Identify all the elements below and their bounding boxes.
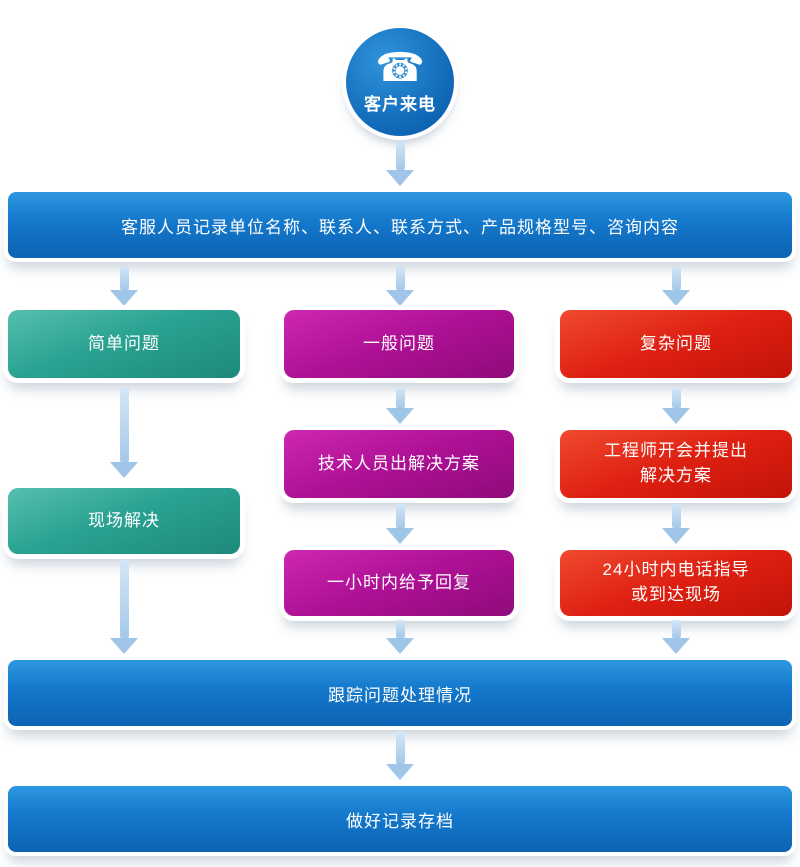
complex-solution-box: 工程师开会并提出 解决方案 bbox=[560, 430, 792, 498]
track-progress-bar: 跟踪问题处理情况 bbox=[8, 660, 792, 726]
complex-reply-line1: 24小时内电话指导 bbox=[602, 560, 750, 580]
arrow-stem bbox=[671, 266, 681, 290]
flow-arrow-down bbox=[386, 266, 414, 306]
flow-arrow-down bbox=[662, 388, 690, 424]
simple-resolution-box: 现场解决 bbox=[8, 488, 240, 554]
flow-arrow-down bbox=[662, 620, 690, 654]
complex-solution-line2: 解决方案 bbox=[640, 466, 712, 485]
arrow-head bbox=[386, 290, 414, 306]
flow-arrow-down bbox=[110, 266, 138, 306]
arrow-stem bbox=[395, 266, 405, 290]
flow-arrow-down bbox=[386, 140, 414, 186]
simple-problem-label: 简单问题 bbox=[88, 333, 160, 353]
arrow-stem bbox=[395, 388, 405, 408]
arrow-stem bbox=[395, 140, 405, 170]
complex-problem-label: 复杂问题 bbox=[640, 333, 712, 353]
arrow-head bbox=[386, 408, 414, 424]
archive-record-label: 做好记录存档 bbox=[346, 811, 454, 831]
flow-arrow-down bbox=[662, 504, 690, 544]
arrow-head bbox=[662, 408, 690, 424]
arrow-stem bbox=[395, 732, 405, 764]
complex-problem-box: 复杂问题 bbox=[560, 310, 792, 378]
flow-arrow-down bbox=[386, 732, 414, 780]
complex-reply-box: 24小时内电话指导 或到达现场 bbox=[560, 550, 792, 616]
flow-arrow-down bbox=[110, 560, 138, 654]
arrow-stem bbox=[671, 388, 681, 408]
start-node-customer-call: ☎ 客户来电 bbox=[346, 28, 454, 136]
arrow-stem bbox=[119, 560, 129, 638]
general-problem-label: 一般问题 bbox=[363, 333, 435, 353]
start-node-label: 客户来电 bbox=[364, 94, 436, 114]
arrow-stem bbox=[671, 620, 681, 638]
arrow-head bbox=[386, 170, 414, 186]
flow-arrow-down bbox=[386, 620, 414, 654]
track-progress-label: 跟踪问题处理情况 bbox=[328, 685, 472, 705]
arrow-stem bbox=[671, 504, 681, 528]
general-solution-label: 技术人员出解决方案 bbox=[318, 453, 480, 473]
arrow-stem bbox=[119, 388, 129, 462]
arrow-head bbox=[110, 462, 138, 478]
record-info-bar: 客服人员记录单位名称、联系人、联系方式、产品规格型号、咨询内容 bbox=[8, 192, 792, 258]
arrow-head bbox=[662, 528, 690, 544]
general-reply-box: 一小时内给予回复 bbox=[284, 550, 514, 616]
arrow-head bbox=[386, 638, 414, 654]
general-problem-box: 一般问题 bbox=[284, 310, 514, 378]
general-reply-label: 一小时内给予回复 bbox=[327, 572, 471, 592]
arrow-head bbox=[662, 638, 690, 654]
arrow-head bbox=[662, 290, 690, 306]
arrow-head bbox=[110, 290, 138, 306]
arrow-stem bbox=[395, 504, 405, 528]
flow-arrow-down bbox=[386, 504, 414, 544]
arrow-stem bbox=[395, 620, 405, 638]
complex-solution-line1: 工程师开会并提出 bbox=[604, 441, 748, 461]
arrow-head bbox=[386, 528, 414, 544]
arrow-head bbox=[110, 638, 138, 654]
complex-reply-line2: 或到达现场 bbox=[631, 585, 721, 604]
arrow-stem bbox=[119, 266, 129, 290]
arrow-head bbox=[386, 764, 414, 780]
flow-arrow-down bbox=[662, 266, 690, 306]
simple-resolution-label: 现场解决 bbox=[88, 510, 160, 530]
telephone-icon: ☎ bbox=[375, 45, 425, 90]
simple-problem-box: 简单问题 bbox=[8, 310, 240, 378]
record-info-label: 客服人员记录单位名称、联系人、联系方式、产品规格型号、咨询内容 bbox=[121, 217, 679, 237]
archive-record-bar: 做好记录存档 bbox=[8, 786, 792, 852]
flow-arrow-down bbox=[110, 388, 138, 478]
general-solution-box: 技术人员出解决方案 bbox=[284, 430, 514, 498]
flow-arrow-down bbox=[386, 388, 414, 424]
